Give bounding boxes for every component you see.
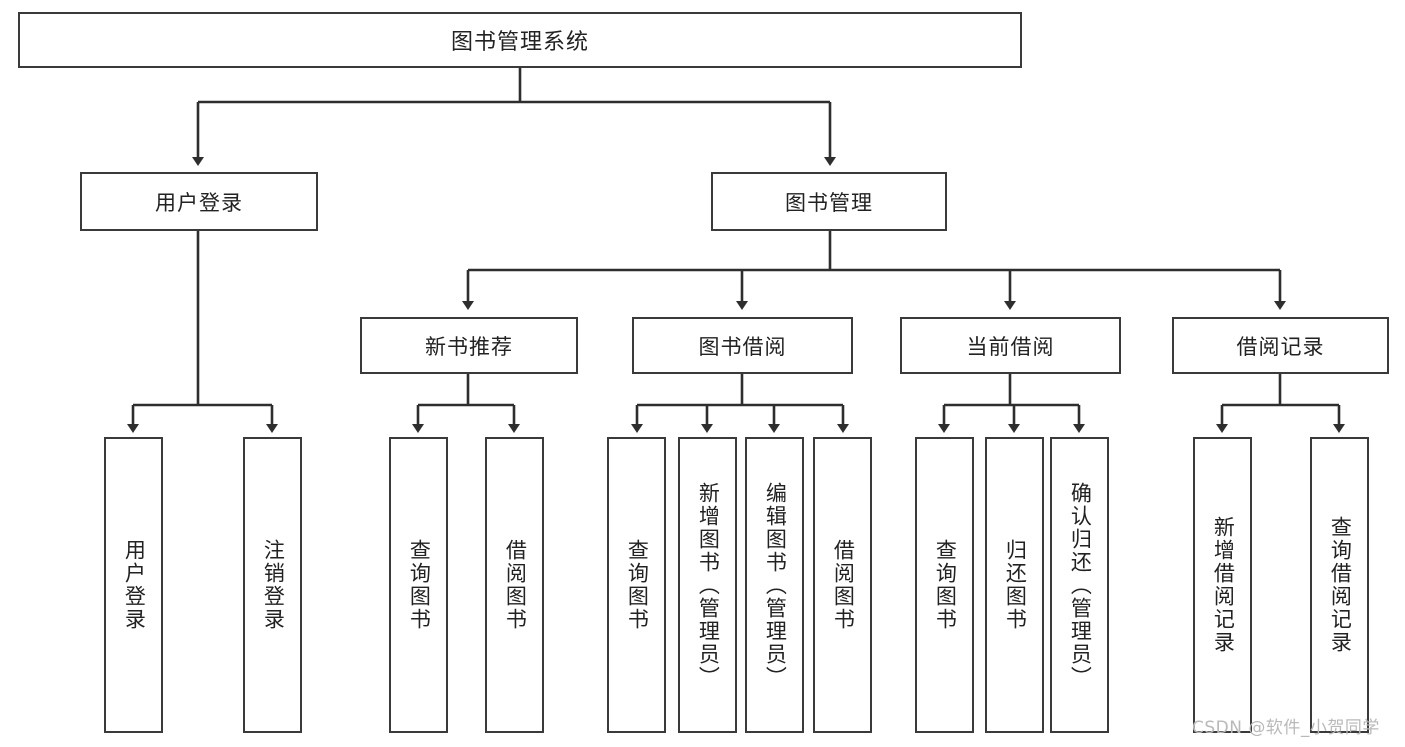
node-label: 用户登录: [155, 190, 243, 215]
node-label: 图书管理: [785, 190, 873, 215]
leaf-current-query-book[interactable]: 查询图书: [915, 437, 974, 733]
leaf-recommend-query-book[interactable]: 查询图书: [389, 437, 448, 733]
node-borrow-record[interactable]: 借阅记录: [1172, 317, 1389, 374]
watermark: CSDN @软件_小贺同学: [1192, 718, 1380, 738]
leaf-borrow-add-book-admin[interactable]: 新增图书（管理员）: [678, 437, 737, 733]
node-label: 图书借阅: [698, 334, 787, 359]
node-book-borrow[interactable]: 图书借阅: [632, 317, 853, 374]
leaf-user-login-signin[interactable]: 用户登录: [104, 437, 163, 733]
leaf-borrow-borrow-book[interactable]: 借阅图书: [813, 437, 872, 733]
node-label: 图书管理系统: [450, 30, 589, 55]
node-label: 借阅记录: [1236, 334, 1325, 359]
node-label: 新增借阅记录: [1211, 516, 1236, 654]
node-label: 查询借阅记录: [1328, 516, 1353, 654]
leaf-borrow-query-book[interactable]: 查询图书: [607, 437, 666, 733]
node-label: 查询图书: [933, 539, 958, 631]
node-label: 用户登录: [122, 539, 147, 631]
node-root-system[interactable]: 图书管理系统: [18, 12, 1022, 68]
node-book-management[interactable]: 图书管理: [711, 172, 947, 231]
node-label: 当前借阅: [966, 334, 1055, 359]
node-label: 归还图书: [1003, 539, 1028, 631]
leaf-recommend-borrow-book[interactable]: 借阅图书: [485, 437, 544, 733]
leaf-record-query-borrow-record[interactable]: 查询借阅记录: [1310, 437, 1369, 733]
node-label: 查询图书: [625, 539, 650, 631]
node-label: 编辑图书（管理员）: [763, 481, 788, 689]
node-label: 确认归还（管理员）: [1068, 481, 1093, 689]
node-current-borrow[interactable]: 当前借阅: [900, 317, 1121, 374]
node-label: 新书推荐: [425, 334, 513, 359]
node-new-book-recommend[interactable]: 新书推荐: [360, 317, 578, 374]
leaf-current-return-book[interactable]: 归还图书: [985, 437, 1044, 733]
leaf-user-login-signout[interactable]: 注销登录: [243, 437, 302, 733]
node-user-login[interactable]: 用户登录: [80, 172, 318, 231]
leaf-current-confirm-return-admin[interactable]: 确认归还（管理员）: [1050, 437, 1109, 733]
leaf-record-add-borrow-record[interactable]: 新增借阅记录: [1193, 437, 1252, 733]
node-label: 注销登录: [261, 539, 286, 631]
node-label: 查询图书: [407, 539, 432, 631]
leaf-borrow-edit-book-admin[interactable]: 编辑图书（管理员）: [745, 437, 804, 733]
node-label: 新增图书（管理员）: [696, 481, 721, 689]
node-label: 借阅图书: [503, 539, 528, 631]
node-label: 借阅图书: [831, 539, 856, 631]
